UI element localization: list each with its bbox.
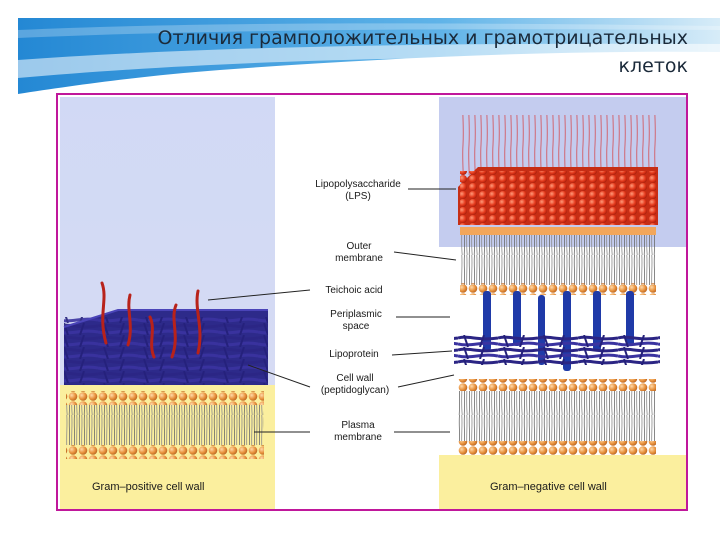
header-band bbox=[18, 18, 720, 94]
label-periplasmic-space: Periplasmic space bbox=[330, 309, 382, 332]
gram-negative-panel bbox=[439, 97, 686, 509]
caption-gram-positive: Gram–positive cell wall bbox=[92, 481, 205, 493]
label-lipoprotein: Lipoprotein bbox=[329, 349, 379, 360]
teichoic-acid-strands bbox=[100, 281, 202, 359]
slide-title: Отличия грамположительных и грамотрицате… bbox=[157, 27, 688, 77]
label-lps: Lipopolysaccharide (LPS) bbox=[315, 179, 401, 202]
label-teichoic-acid: Teichoic acid bbox=[325, 285, 383, 296]
diagram-frame: Lipopolysaccharide (LPS) Outer membrane … bbox=[56, 93, 688, 511]
caption-gram-negative: Gram–negative cell wall bbox=[490, 481, 607, 493]
leader-lines bbox=[207, 188, 457, 433]
cell-wall-diagram bbox=[60, 97, 686, 509]
label-plasma-membrane: Plasma membrane bbox=[334, 420, 382, 443]
label-cell-wall: Cell wall (peptidoglycan) bbox=[320, 373, 390, 396]
label-outer-membrane: Outer membrane bbox=[335, 241, 383, 264]
gram-positive-panel bbox=[60, 97, 275, 509]
